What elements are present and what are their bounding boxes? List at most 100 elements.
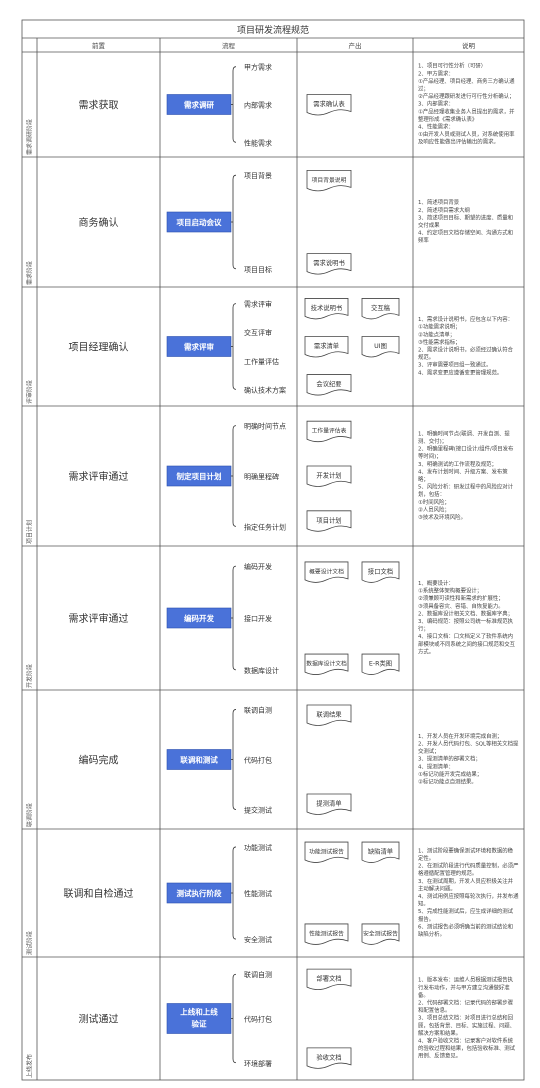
description-line: 规范。	[418, 353, 434, 361]
description-line: 整理形成《需求确认表》	[418, 115, 477, 123]
output-document	[361, 841, 400, 863]
output-label: 项目背景说明	[312, 176, 347, 184]
description-line: 2、简述项目需求大纲	[418, 206, 470, 214]
phase-label: 需求调研阶段	[26, 119, 34, 155]
step-label: 工作量评估	[244, 357, 279, 366]
stage-label: 项目启动会议	[177, 217, 222, 227]
description-line: ①标记功能开发完成结果；	[418, 770, 482, 778]
output-document	[306, 420, 352, 443]
description-line: 划，包括：	[418, 490, 445, 498]
description-line: ②功能点清单；	[418, 330, 455, 338]
output-document	[306, 510, 352, 532]
output-label: 提测清单	[316, 798, 341, 807]
description-line: ①产品经理、项目经理、商务三方确认通	[418, 77, 515, 85]
description-line: 及响应性能做出评估输出的需求。	[418, 138, 499, 146]
description-line: 用例、反馈意见。	[418, 1052, 461, 1060]
output-label: 需求说明书	[313, 258, 344, 267]
description-line: 格遵循配置管理的规范。	[418, 869, 477, 877]
description-line: 1、项目可行性分析（可研）	[418, 62, 486, 70]
description-line: ③性能需求指标；	[418, 338, 461, 346]
step-label: 性能测试	[244, 889, 272, 898]
description-line: 主动解决问题。	[418, 884, 456, 892]
description-line: 3、内部需求：	[418, 100, 454, 108]
description-line: 4、性能需求：	[418, 123, 454, 131]
step-label: 提交测试	[244, 806, 272, 815]
phase-label: 开发阶段	[26, 664, 34, 688]
description-line: 2、明确里程碑(接口设计/组件/项目发布	[418, 445, 514, 453]
output-document	[304, 336, 349, 358]
description-line: ③须具备容灾、容错、自恢复能力。	[418, 602, 504, 610]
stage-label: 测试执行阶段	[177, 888, 222, 898]
output-label: 联调结果	[316, 710, 342, 719]
step-label: 项目背景	[244, 171, 272, 180]
description-line: 方式。	[418, 647, 434, 655]
step-label: 明确时间节点	[244, 422, 286, 431]
output-document	[361, 653, 400, 675]
description-line: 4、提测清单：	[418, 762, 454, 770]
step-label: 性能需求	[244, 138, 272, 147]
header-flow: 流程	[222, 41, 236, 50]
description-line: 2、需求设计说明书，必须经过确认符合	[418, 346, 514, 354]
description-line: ①系统整体架构概要设计；	[418, 587, 482, 595]
stage-label: 需求调研	[184, 100, 214, 110]
description-line: 3、编码规范：按照公司统一标准规范执	[418, 617, 514, 625]
description-line: 测、交付)；	[418, 437, 447, 445]
description-line: ②产品经理跟研发进行可行性分析确认；	[418, 92, 514, 100]
bracket-connector	[232, 303, 237, 390]
premise-label: 商务确认	[79, 216, 119, 229]
phase-label: 联调阶段	[26, 803, 34, 827]
bracket-connector	[232, 565, 237, 671]
output-document	[361, 336, 400, 358]
table-content: 项目研发流程规范前置流程产出说明需求调研阶段需求获取需求调研甲方需求内部需求性能…	[26, 24, 520, 1078]
step-label: 代码打包	[244, 756, 272, 765]
description-line: 行发布动作，并与甲方建立沟通做好准	[418, 983, 510, 991]
output-label: 交互稿	[371, 303, 390, 312]
description-line: ①产品经理收集业务人员提出的需求，并	[418, 107, 515, 115]
description-line: 过；	[418, 85, 429, 93]
output-label: 性能测试报告	[309, 929, 344, 937]
description-line: 和配置信息。	[418, 1006, 450, 1014]
bracket-connector	[232, 66, 237, 143]
phase-label: 上线发布	[26, 1054, 34, 1078]
step-label: 联调自测	[244, 970, 272, 979]
step-label: 功能测试	[244, 843, 272, 852]
description-line: 略；	[418, 475, 429, 483]
description-line: 交测试；	[418, 747, 440, 755]
output-label: 安全测试报告	[363, 929, 398, 937]
description-line: 5、完成性能测试后，应生成详细的测试	[418, 907, 514, 915]
description-line: ①由开发人员或测试人员，对系统使用率	[418, 130, 515, 138]
step-label: 安全测试	[244, 935, 272, 944]
output-label: 功能测试报告	[309, 848, 344, 856]
description-line: 2、数据库设计相关文档、数据库字典；	[418, 609, 513, 617]
description-line: 4、客户验收文档：记录客户对软件系统	[418, 1037, 514, 1045]
output-document	[304, 298, 349, 320]
output-label: 需求确认表	[313, 99, 345, 108]
stage-label: 需求评审	[184, 342, 214, 352]
description-line: 3、项目总结文档：对项目进行总结和回	[418, 1014, 513, 1022]
output-document	[361, 561, 400, 583]
step-label: 代码打包	[244, 1015, 272, 1024]
description-line: 定性。	[418, 854, 434, 862]
phase-label: 项目计划	[26, 520, 34, 544]
output-document	[306, 374, 352, 396]
description-line: 1、开发人员在开发环境完成自测；	[418, 732, 502, 740]
description-line: 2、甲方需求：	[418, 69, 454, 77]
output-document	[306, 170, 352, 192]
description-line: 4、需求变更应遵循变更管理规范。	[418, 368, 502, 376]
output-document	[304, 841, 349, 863]
output-document	[304, 561, 349, 583]
description-line: 频率	[418, 236, 429, 244]
step-label: 明确里程碑	[244, 472, 279, 481]
output-document	[306, 253, 352, 275]
description-line: ①时间风险；	[418, 498, 450, 506]
description-line: 4、发布计划时间、升级方案、发布策	[418, 467, 508, 475]
output-document	[306, 94, 352, 116]
description-line: 1、需求设计说明书，应包含以下内容：	[418, 315, 513, 323]
stage-label: 联调和测试	[180, 755, 218, 765]
description-line: 6、测试报告必须明确当前的测试结论和	[418, 922, 513, 930]
output-label: 缺陷清单	[368, 847, 393, 856]
output-document	[306, 1047, 352, 1069]
description-line: 1、版本发布：运维人员根据测试报告执	[418, 976, 514, 984]
bracket-connector	[232, 425, 237, 527]
output-document	[306, 465, 352, 487]
